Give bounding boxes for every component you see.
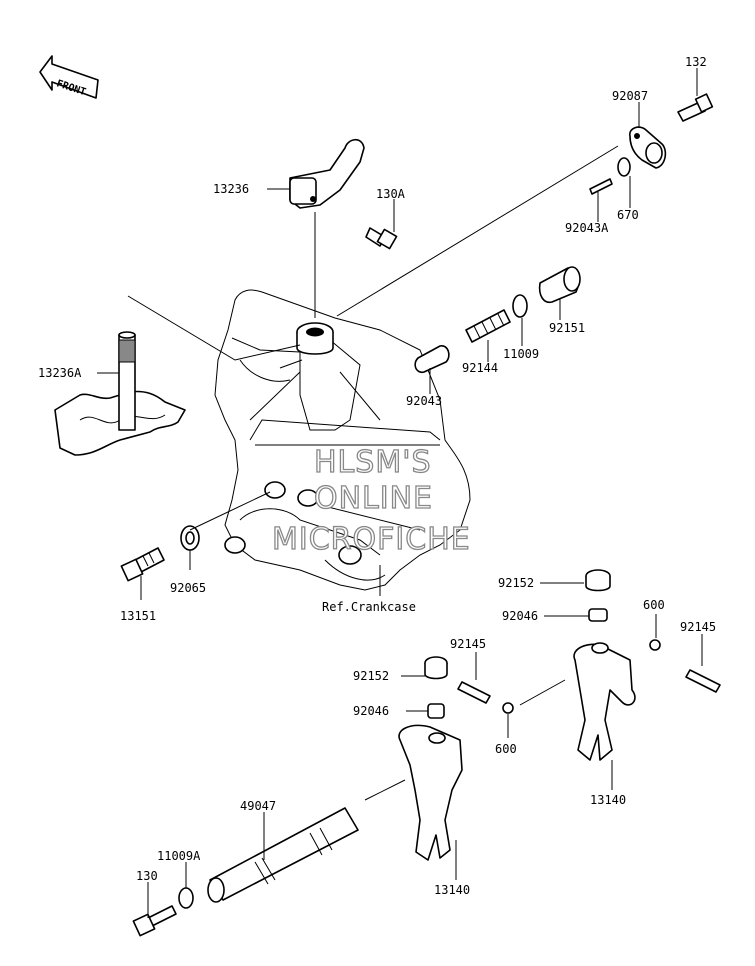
label-11009: 11009	[503, 347, 539, 361]
label-92065: 92065	[170, 581, 206, 595]
bushing-92152-lower-icon	[424, 656, 448, 680]
leader-lines	[97, 68, 703, 918]
label-92152-upper: 92152	[498, 576, 534, 590]
bolt-130A-icon	[365, 227, 398, 250]
label-92145-upper: 92145	[680, 620, 716, 634]
label-92046-upper: 92046	[502, 609, 538, 623]
cap-92151-icon	[538, 266, 581, 304]
label-92145-lower: 92145	[450, 637, 486, 651]
bushing-92152-upper-icon	[585, 569, 611, 592]
spring-92144-icon	[465, 309, 511, 343]
front-arrow-icon: FRONT	[39, 55, 99, 99]
shift-rod-49047-icon	[207, 807, 359, 903]
washer-11009-icon	[512, 294, 528, 318]
ring-670-icon	[617, 157, 631, 177]
label-13151: 13151	[120, 609, 156, 623]
ball-600-lower-icon	[502, 702, 514, 714]
bolt-130-icon	[132, 905, 177, 937]
label-92087: 92087	[612, 89, 648, 103]
label-130: 130	[136, 869, 158, 883]
fork-13140-upper-icon	[573, 642, 636, 761]
bolt-132-icon	[677, 93, 714, 122]
label-670: 670	[617, 208, 639, 222]
label-92144: 92144	[462, 361, 498, 375]
label-92043: 92043	[406, 394, 442, 408]
label-92043A: 92043A	[565, 221, 609, 235]
label-92046-lower: 92046	[353, 704, 389, 718]
ball-600-upper-icon	[649, 639, 661, 651]
washer-92065-icon	[180, 525, 200, 551]
label-13140-upper: 13140	[590, 793, 626, 807]
ref-line-shaft	[127, 295, 301, 361]
label-49047: 49047	[240, 799, 276, 813]
spring-92145-lower-icon	[457, 681, 491, 704]
label-92151: 92151	[549, 321, 585, 335]
bolt-13151-icon	[120, 547, 165, 582]
label-ref-crankcase: Ref.Crankcase	[322, 600, 416, 614]
watermark-line-2: ONLINE	[314, 481, 433, 516]
shift-shaft-13236A-icon	[54, 331, 186, 456]
label-13236A: 13236A	[38, 366, 82, 380]
spring-92145-upper-icon	[685, 669, 721, 693]
ref-line-plate	[336, 145, 619, 317]
label-130A: 130A	[376, 187, 406, 201]
label-13140-lower: 13140	[434, 883, 470, 897]
plate-92087-icon	[629, 126, 667, 169]
label-13236: 13236	[213, 182, 249, 196]
lever-13236-icon	[289, 138, 365, 209]
watermark-line-3: MICROFICHE	[272, 522, 471, 557]
label-92152-lower: 92152	[353, 669, 389, 683]
label-600-upper: 600	[643, 598, 665, 612]
fork-13140-lower-icon	[398, 724, 463, 861]
bearing-92046-lower-icon	[427, 703, 445, 719]
part-labels: 132 92087 13236 130A 670 92043A 92151 11…	[38, 55, 716, 897]
watermark: HLSM'S ONLINE MICROFICHE	[271, 444, 471, 557]
watermark-line-1: HLSM'S	[314, 445, 432, 480]
pin-92043-icon	[414, 345, 450, 374]
bearing-92046-upper-icon	[588, 608, 608, 622]
label-11009A: 11009A	[157, 849, 201, 863]
washer-11009A-icon	[178, 887, 194, 909]
pin-92043A-icon	[589, 178, 613, 195]
crankcase	[214, 289, 471, 591]
label-132: 132	[685, 55, 707, 69]
label-600-lower: 600	[495, 742, 517, 756]
